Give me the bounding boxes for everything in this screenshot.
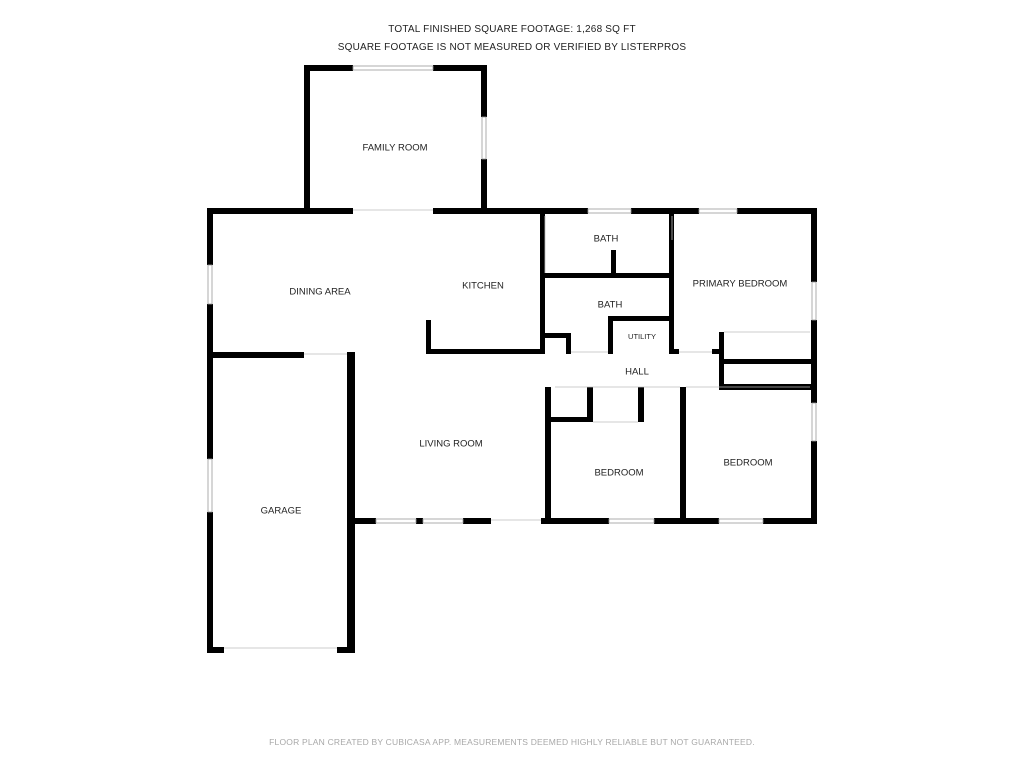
label-dining-area: DINING AREA bbox=[289, 287, 351, 298]
label-bedroom-right: BEDROOM bbox=[723, 458, 772, 469]
cubicasa-disclaimer: FLOOR PLAN CREATED BY CUBICASA APP. MEAS… bbox=[269, 737, 755, 747]
square-footage-disclaimer: SQUARE FOOTAGE IS NOT MEASURED OR VERIFI… bbox=[337, 42, 687, 53]
label-utility: UTILITY bbox=[628, 332, 656, 341]
label-garage: GARAGE bbox=[261, 506, 302, 517]
label-kitchen: KITCHEN bbox=[462, 281, 504, 292]
total-square-footage: TOTAL FINISHED SQUARE FOOTAGE: 1,268 SQ … bbox=[388, 24, 636, 35]
label-bath-lower: BATH bbox=[598, 300, 623, 311]
label-bedroom-center: BEDROOM bbox=[594, 468, 643, 479]
windows-and-openings bbox=[207, 65, 817, 649]
room-labels: FAMILY ROOM DINING AREA KITCHEN BATH BAT… bbox=[261, 143, 788, 517]
label-bath-upper: BATH bbox=[594, 234, 619, 245]
walls bbox=[207, 65, 817, 653]
label-primary-bedroom: PRIMARY BEDROOM bbox=[693, 279, 788, 290]
label-hall: HALL bbox=[625, 367, 649, 378]
label-living-room: LIVING ROOM bbox=[419, 439, 482, 450]
label-family-room: FAMILY ROOM bbox=[362, 143, 427, 154]
